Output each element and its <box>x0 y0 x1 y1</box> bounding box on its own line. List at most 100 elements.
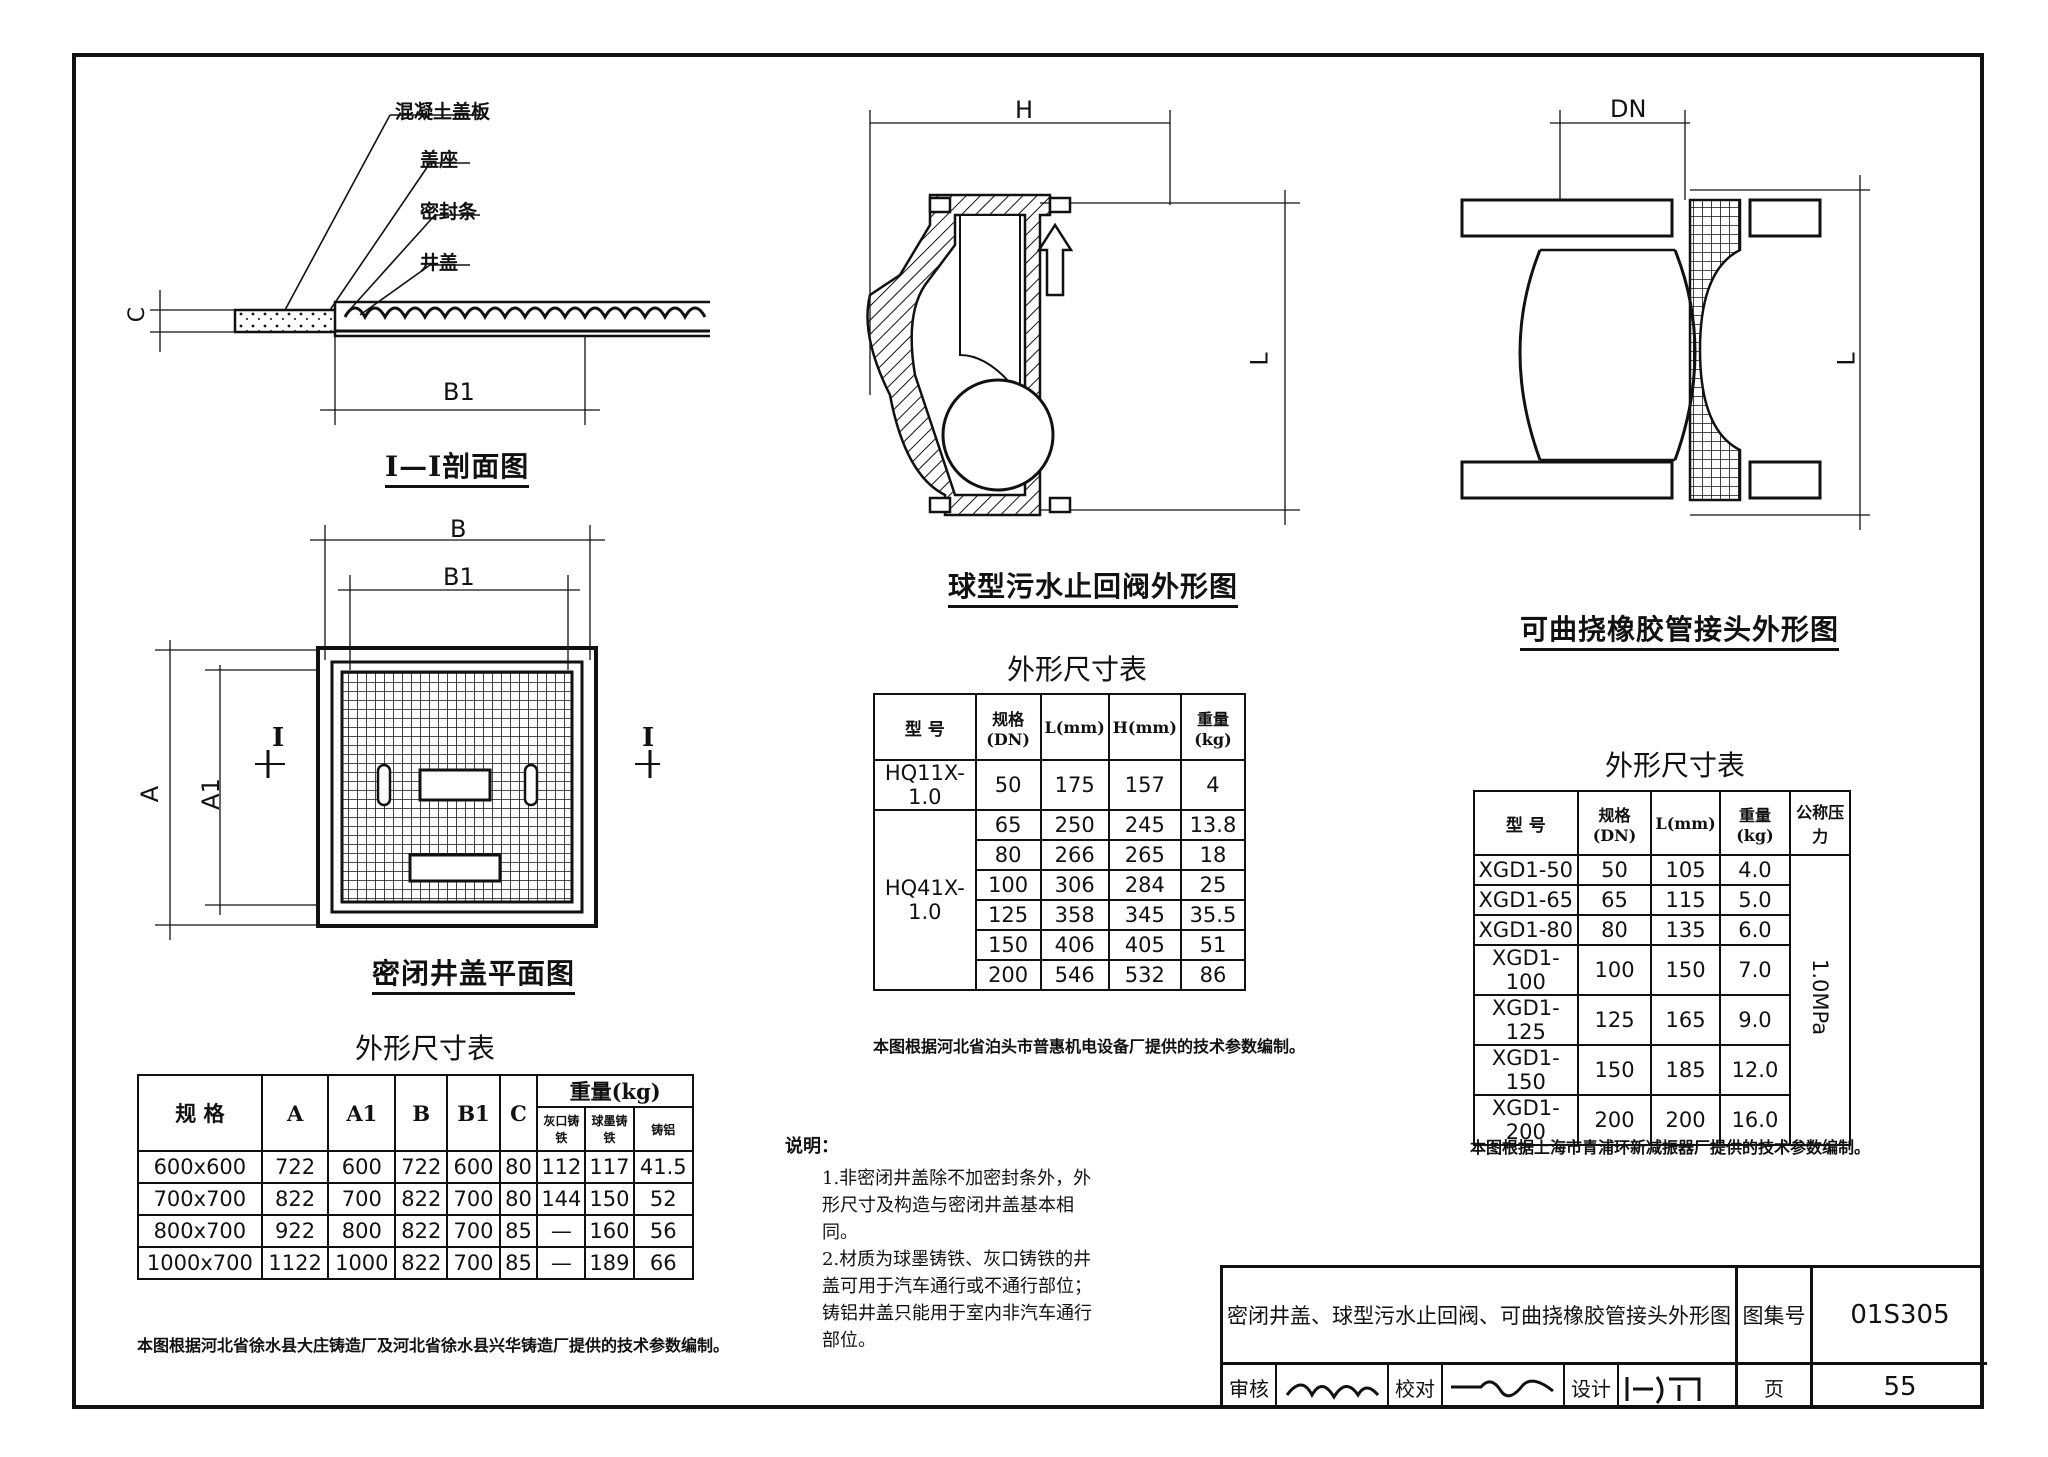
table-cell: 6.0 <box>1718 914 1792 946</box>
table-cell: 266 <box>1039 839 1110 871</box>
page-label: 页 <box>1738 1365 1813 1409</box>
table3-source-note: 本图根据上海市青浦环新减振器厂提供的技术参数编制。 <box>1470 1138 1871 1157</box>
dim-h-valve: H <box>1015 96 1034 124</box>
atlas-label: 图集号 <box>1738 1268 1813 1365</box>
table-cell: XGD1-125 <box>1473 994 1579 1046</box>
table-cell: 700x700 <box>137 1182 263 1216</box>
pressure-cell: 1.0MPa <box>1789 854 1851 1146</box>
table-cell: 4 <box>1179 759 1247 811</box>
review-label: 审核 <box>1223 1365 1277 1409</box>
table-cell: 600x600 <box>137 1150 263 1184</box>
table-cell: 25 <box>1179 869 1247 901</box>
note-item: 1.非密闭井盖除不加密封条外，外形尺寸及构造与密闭井盖基本相同。 <box>822 1168 1092 1243</box>
cover-dimension-table: 规 格 A A1 B B1 C 重量(kg) 灰口铸铁 球墨铸铁 铸铝 600x… <box>137 1074 694 1280</box>
table-cell: 200 <box>1576 1094 1653 1146</box>
table-cell: 4.0 <box>1718 854 1792 886</box>
table-cell: 144 <box>536 1182 587 1216</box>
table-cell: 284 <box>1107 869 1182 901</box>
label-seal: 密封条 <box>420 201 478 223</box>
drawing-title: 密闭井盖、球型污水止回阀、可曲挠橡胶管接头外形图 <box>1223 1268 1738 1365</box>
table-cell: XGD1-65 <box>1473 884 1579 916</box>
design-signature <box>1625 1376 1701 1404</box>
table-cell: 250 <box>1039 809 1110 841</box>
table-cell: 9.0 <box>1718 994 1792 1046</box>
table-cell: 157 <box>1107 759 1182 811</box>
table-cell: 115 <box>1650 884 1721 916</box>
table-cell: 5.0 <box>1718 884 1792 916</box>
dim-b-plan: B <box>450 515 467 543</box>
table-cell: — <box>536 1214 587 1248</box>
check-label: 校对 <box>1387 1365 1443 1409</box>
table1-header: A1 <box>327 1074 397 1152</box>
table-cell: 822 <box>260 1182 330 1216</box>
plan-drawing <box>155 525 660 940</box>
table-cell: 189 <box>584 1246 635 1280</box>
table-cell: 306 <box>1039 869 1110 901</box>
table-cell: XGD1-150 <box>1473 1044 1579 1096</box>
dim-b1-section: B1 <box>443 378 475 406</box>
table-cell: 700 <box>327 1182 397 1216</box>
dim-l-joint: L <box>1832 352 1861 366</box>
table-cell: 822 <box>394 1182 449 1216</box>
table-cell: 722 <box>260 1150 330 1184</box>
table2-header: 规格(DN) <box>974 693 1042 761</box>
design-label: 设计 <box>1563 1365 1619 1409</box>
cut-mark-left: Ⅰ <box>272 723 285 753</box>
table1-header: 规 格 <box>137 1074 263 1152</box>
title-block: 密闭井盖、球型污水止回阀、可曲挠橡胶管接头外形图 图集号 01S305 审核 校… <box>1220 1265 1987 1409</box>
label-seat: 盖座 <box>420 149 459 171</box>
table-cell: 52 <box>632 1182 694 1216</box>
table1-subheader: 铸铝 <box>632 1106 694 1152</box>
table3-header: 型 号 <box>1473 790 1579 856</box>
table-cell: 165 <box>1650 994 1721 1046</box>
table-cell: 1122 <box>260 1246 330 1280</box>
table-cell: — <box>536 1246 587 1280</box>
table2-header: L(mm) <box>1039 693 1110 761</box>
table-cell: 117 <box>584 1150 635 1184</box>
table-cell: 546 <box>1039 959 1110 991</box>
table1-title: 外形尺寸表 <box>355 1032 496 1065</box>
table-cell: 100 <box>1576 944 1653 996</box>
table-cell: 41.5 <box>632 1150 694 1184</box>
table-cell: 85 <box>498 1214 539 1248</box>
table-cell: 185 <box>1650 1044 1721 1096</box>
signature-row: 审核 校对 设计 <box>1223 1365 1738 1409</box>
table2-header: H(mm) <box>1107 693 1182 761</box>
table-cell: 80 <box>498 1150 539 1184</box>
valve-dimension-table: 型 号 规格(DN) L(mm) H(mm) 重量(kg) HQ11X-1.0 … <box>873 693 1247 991</box>
table2-header: 型 号 <box>873 693 977 761</box>
table-cell: 405 <box>1107 929 1182 961</box>
dim-c: C <box>125 306 151 323</box>
table-cell: 16.0 <box>1718 1094 1792 1146</box>
table1-weight-header: 重量(kg) <box>536 1074 694 1108</box>
table-cell: 80 <box>1576 914 1653 946</box>
atlas-number: 01S305 <box>1813 1268 1987 1365</box>
notes-heading: 说明： <box>785 1136 839 1157</box>
dim-dn-joint: DN <box>1610 95 1647 123</box>
table-cell: 51 <box>1179 929 1247 961</box>
table-cell: 175 <box>1039 759 1110 811</box>
table1-header: A <box>260 1074 330 1152</box>
table-cell: 600 <box>327 1150 397 1184</box>
table-cell: 922 <box>260 1214 330 1248</box>
table-cell: 85 <box>498 1246 539 1280</box>
table-cell: 66 <box>632 1246 694 1280</box>
table-cell: 700 <box>446 1182 501 1216</box>
table-cell: 532 <box>1107 959 1182 991</box>
table3-title: 外形尺寸表 <box>1605 749 1746 782</box>
joint-caption: 可曲挠橡胶管接头外形图 <box>1520 608 1840 651</box>
table-cell: 12.0 <box>1718 1044 1792 1096</box>
drawing-sheet <box>72 53 1984 1409</box>
table-cell: 150 <box>974 929 1042 961</box>
table2-header: 重量(kg) <box>1179 693 1247 761</box>
table-cell: 150 <box>584 1182 635 1216</box>
table-cell: 700 <box>446 1214 501 1248</box>
